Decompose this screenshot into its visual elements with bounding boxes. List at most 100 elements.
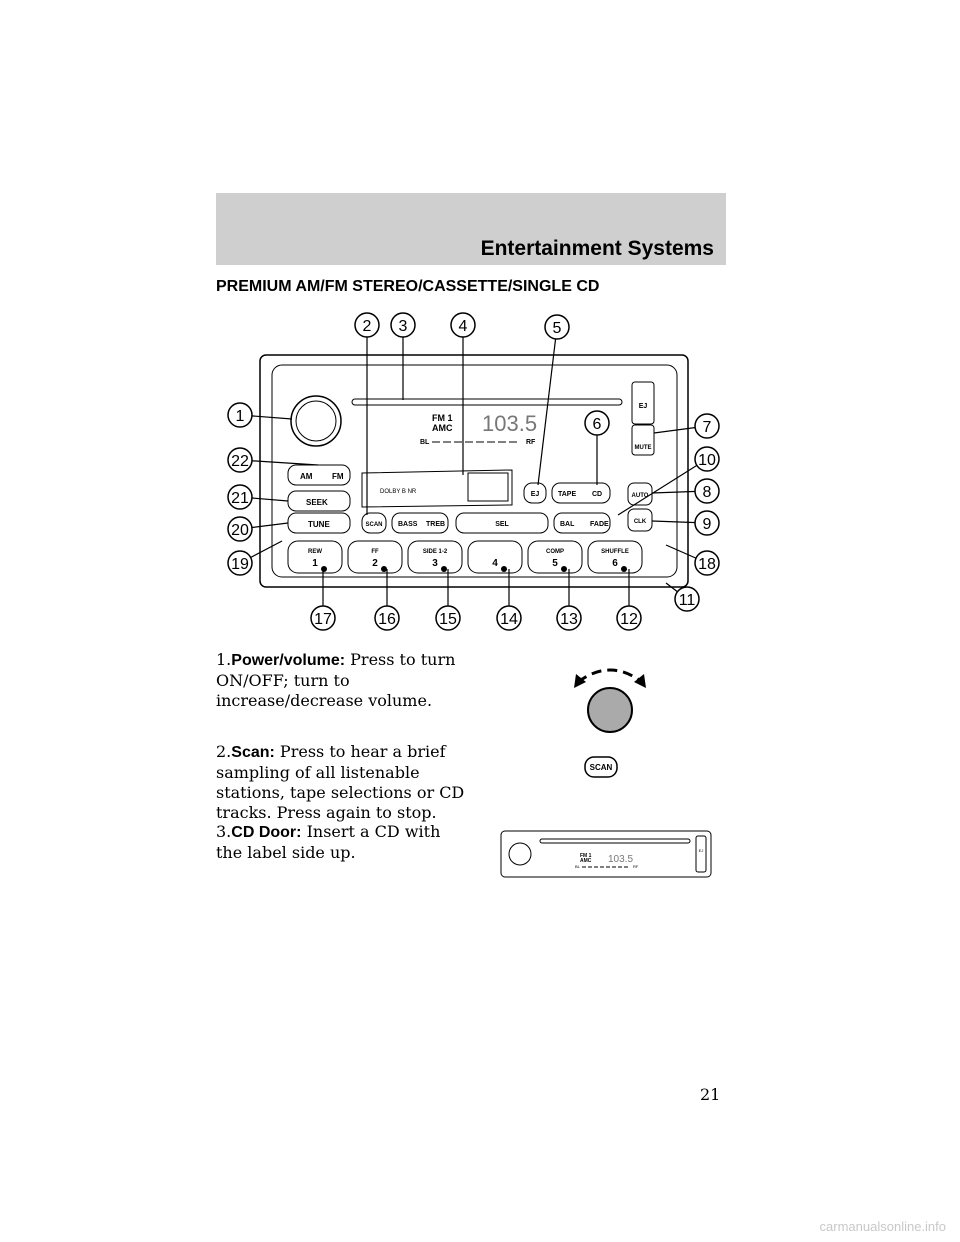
header-band: Entertainment Systems <box>216 193 726 265</box>
item-cd-door: 3.CD Door: Insert a CD with the label si… <box>216 822 441 862</box>
callout-circle-22 <box>227 447 253 473</box>
auto-label: AUTO <box>632 493 649 499</box>
callout-circle-7 <box>694 413 720 439</box>
display-frequency: 103.5 <box>482 411 537 436</box>
callout-circle-10 <box>694 446 720 472</box>
section-title: PREMIUM AM/FM STEREO/CASSETTE/SINGLE CD <box>216 278 600 295</box>
page-number: 21 <box>700 1085 721 1104</box>
callout-circle-12 <box>616 605 642 631</box>
bal-label: BAL <box>560 521 575 528</box>
svg-text:103.5: 103.5 <box>608 854 633 865</box>
callout-number-21: 21 <box>231 490 249 507</box>
radio-diagram: EJ MUTE FM 1 AMC 103.5 BL RF DOLBY B NR … <box>227 312 720 631</box>
mute-label: MUTE <box>635 445 652 451</box>
callout-circle-15 <box>435 605 461 631</box>
preset-top-label: FF <box>371 549 379 555</box>
svg-text:FM 1: FM 1 <box>580 853 592 859</box>
volume-knob-icon <box>574 668 646 733</box>
preset-number-label: 4 <box>492 558 498 569</box>
preset-number-label: 5 <box>552 558 558 569</box>
item-power-volume: 1.Power/volume: Press to turn ON/OFF; tu… <box>216 650 456 710</box>
sel-label: SEL <box>495 521 509 528</box>
preset-top-label: SHUFFLE <box>601 549 629 555</box>
callout-circle-4 <box>450 312 476 338</box>
preset-dot <box>621 566 627 572</box>
display-band: FM 1 <box>432 413 453 423</box>
callout-number-7: 7 <box>703 419 712 436</box>
bass-label: BASS <box>398 521 418 528</box>
scan-icon-label: SCAN <box>590 763 613 772</box>
callout-number-8: 8 <box>703 484 712 501</box>
preset-number-label: 3 <box>432 558 438 569</box>
svg-text:BL: BL <box>575 864 581 869</box>
callout-number-17: 17 <box>314 611 332 628</box>
callout-circle-1 <box>227 402 253 428</box>
preset-button-3 <box>407 540 463 574</box>
callout-number-16: 16 <box>378 611 396 628</box>
clk-label: CLK <box>634 519 647 525</box>
preset-button-6 <box>587 540 643 574</box>
callout-circle-20 <box>227 516 253 542</box>
svg-text:EJ: EJ <box>699 848 704 853</box>
ej-label: EJ <box>531 491 540 498</box>
scan-button-icon: SCAN <box>584 756 618 778</box>
preset-button-4 <box>467 540 523 574</box>
callout-leader-10 <box>617 458 708 516</box>
callout-circle-8 <box>694 478 720 504</box>
callout-circle-17 <box>310 605 336 631</box>
svg-text:RF: RF <box>633 864 639 869</box>
callout-number-5: 5 <box>553 320 562 337</box>
svg-text:AMC: AMC <box>580 858 592 864</box>
callout-circle-11 <box>674 586 700 612</box>
callout-circle-5 <box>544 314 570 340</box>
preset-number-label: 1 <box>312 558 318 569</box>
watermark: carmanualsonline.info <box>819 1219 946 1234</box>
callout-circle-9 <box>694 510 720 536</box>
callout-number-12: 12 <box>620 611 638 628</box>
preset-number-label: 2 <box>372 558 378 569</box>
callout-circle-6 <box>584 410 610 436</box>
am-label: AM <box>300 472 313 481</box>
callout-circle-16 <box>374 605 400 631</box>
page-header-title: Entertainment Systems <box>480 237 714 260</box>
scan-label: SCAN <box>365 522 382 528</box>
callout-circle-14 <box>496 605 522 631</box>
callout-number-10: 10 <box>698 452 716 469</box>
preset-dot <box>441 566 447 572</box>
treb-label: TREB <box>426 521 445 528</box>
fm-label: FM <box>332 472 344 481</box>
callout-number-14: 14 <box>500 611 518 628</box>
callout-number-22: 22 <box>231 453 249 470</box>
ej-top-label: EJ <box>639 403 648 410</box>
preset-button-5 <box>527 540 583 574</box>
fade-label: FADE <box>590 521 609 528</box>
display-amc: AMC <box>432 423 453 433</box>
cd-label: CD <box>592 491 602 498</box>
callout-number-11: 11 <box>679 592 696 609</box>
callout-number-18: 18 <box>698 556 716 573</box>
callout-circle-3 <box>390 312 416 338</box>
callout-number-13: 13 <box>560 611 578 628</box>
callout-number-3: 3 <box>399 318 408 335</box>
callout-circle-19 <box>227 550 253 576</box>
callout-circle-2 <box>354 312 380 338</box>
callout-leader-22 <box>239 459 319 466</box>
preset-top-label: SIDE 1-2 <box>423 549 448 555</box>
tape-label: TAPE <box>558 491 576 498</box>
item-scan: 2.Scan: Press to hear a brief sampling o… <box>216 742 465 822</box>
cd-door-icon: FM 1 AMC 103.5 BL RF EJ <box>500 830 712 878</box>
preset-dot <box>381 566 387 572</box>
preset-dot <box>561 566 567 572</box>
seek-label: SEEK <box>306 498 328 507</box>
dolby-label: DOLBY B NR <box>380 489 417 495</box>
preset-dot <box>501 566 507 572</box>
tune-label: TUNE <box>308 520 330 529</box>
callout-number-15: 15 <box>439 611 457 628</box>
preset-top-label: REW <box>308 549 322 555</box>
display-bl: BL <box>420 439 430 446</box>
callout-number-2: 2 <box>363 318 372 335</box>
callout-circle-13 <box>556 605 582 631</box>
callout-leader-5 <box>537 326 558 486</box>
